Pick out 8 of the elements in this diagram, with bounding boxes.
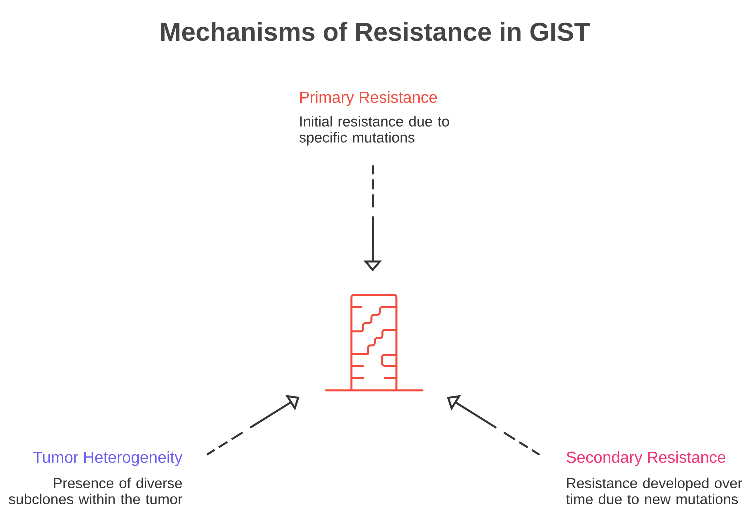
title: Mechanisms of Resistance in GIST [161,22,590,42]
heading: Tumor Heterogeneity [33,451,183,466]
description: Presence of diverse subclones within the tumor [9,478,183,505]
heading: Secondary Resistance [566,451,726,466]
pillar-icon [325,294,424,392]
description: Resistance developed over time due to new mutations [566,478,742,505]
description: Initial resistance due to specific mutations [300,116,450,146]
heading: Primary Resistance [300,91,438,106]
